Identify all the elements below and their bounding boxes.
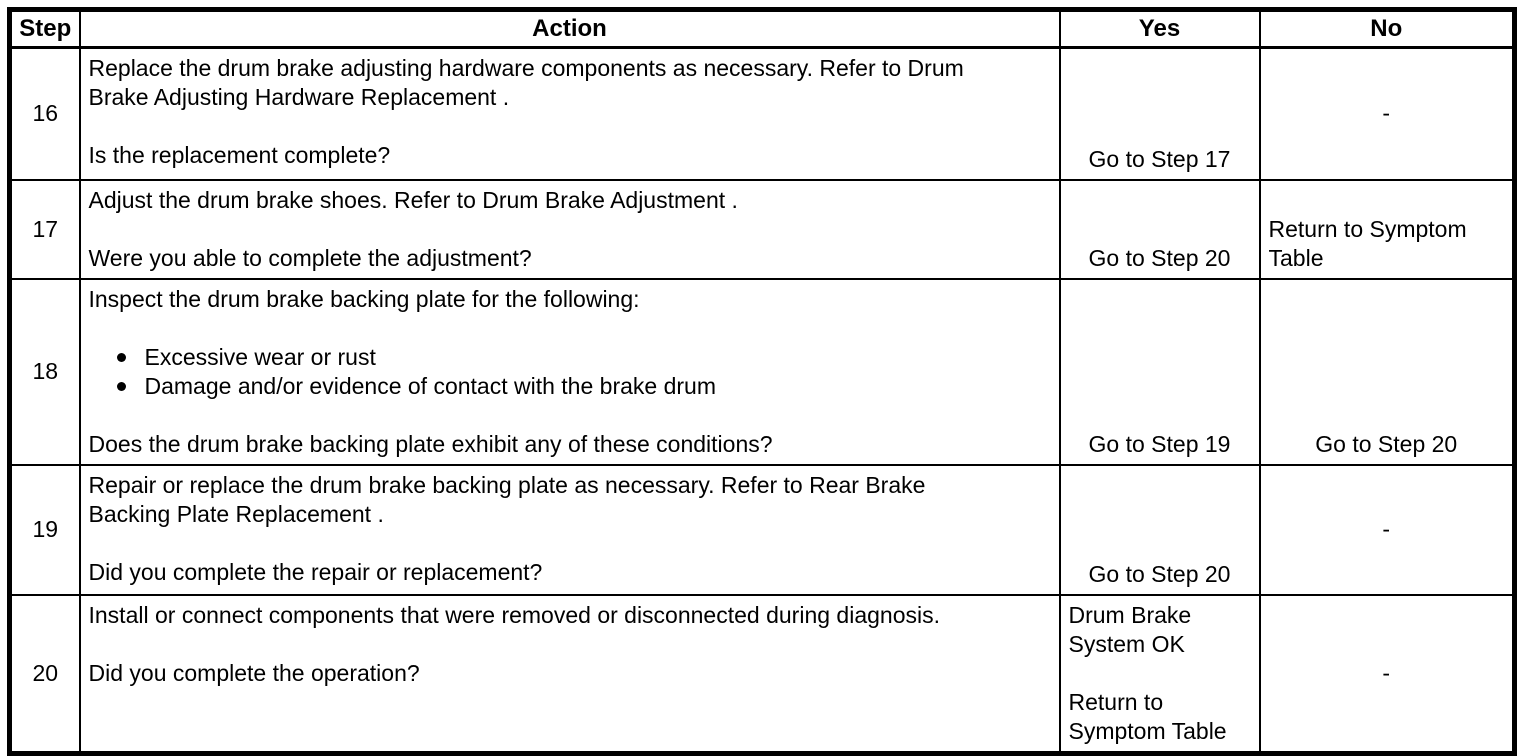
yes-cell: Go to Step 20	[1058, 463, 1261, 596]
action-cell: Replace the drum brake adjusting hardwar…	[78, 46, 1061, 181]
yes-column-header: Yes	[1058, 8, 1261, 49]
no-cell: -	[1258, 463, 1516, 596]
yes-cell: Drum Brake System OK Return to Symptom T…	[1058, 593, 1261, 754]
action-text: Adjust the drum brake shoes. Refer to Dr…	[88, 186, 738, 271]
inspection-list: Excessive wear or rust Damage and/or evi…	[89, 343, 1051, 401]
yes-result: Drum Brake System OK Return to Symptom T…	[1068, 601, 1227, 744]
step-number: 18	[8, 277, 81, 466]
no-cell: Return to Symptom Table	[1258, 178, 1516, 280]
step-number: 20	[8, 593, 81, 754]
step-column-header: Step	[8, 8, 81, 49]
table-row: 20 Install or connect components that we…	[8, 593, 1516, 754]
no-result: -	[1382, 516, 1391, 542]
yes-result: Go to Step 20	[1088, 244, 1231, 271]
table-row: 16 Replace the drum brake adjusting hard…	[8, 46, 1516, 181]
action-text: Install or connect components that were …	[88, 601, 940, 686]
action-intro-text: Inspect the drum brake backing plate for…	[88, 285, 640, 312]
no-result: -	[1382, 659, 1391, 686]
action-question-text: Does the drum brake backing plate exhibi…	[88, 430, 773, 457]
header-row: Step Action Yes No	[8, 8, 1516, 49]
list-item: Damage and/or evidence of contact with t…	[116, 372, 1051, 401]
table-row: 17 Adjust the drum brake shoes. Refer to…	[8, 178, 1516, 280]
step-number: 17	[8, 178, 81, 280]
action-cell: Install or connect components that were …	[78, 593, 1061, 754]
list-item: Excessive wear or rust	[116, 343, 1051, 372]
no-column-header: No	[1258, 8, 1516, 49]
yes-result: Go to Step 20	[1088, 560, 1231, 587]
no-cell: Go to Step 20	[1258, 277, 1516, 466]
action-cell: Repair or replace the drum brake backing…	[78, 463, 1061, 596]
yes-cell: Go to Step 19	[1058, 277, 1261, 466]
action-text: Replace the drum brake adjusting hardwar…	[88, 55, 964, 168]
table-row: 18 Inspect the drum brake backing plate …	[8, 277, 1516, 466]
no-cell: -	[1258, 593, 1516, 754]
yes-result: Go to Step 17	[1088, 145, 1231, 172]
step-number: 19	[8, 463, 81, 596]
yes-result: Go to Step 19	[1088, 430, 1231, 457]
yes-cell: Go to Step 17	[1058, 46, 1261, 181]
step-number: 16	[8, 46, 81, 181]
action-cell: Inspect the drum brake backing plate for…	[78, 277, 1061, 466]
no-result: -	[1382, 100, 1391, 127]
no-cell: -	[1258, 46, 1516, 181]
action-cell: Adjust the drum brake shoes. Refer to Dr…	[78, 178, 1061, 280]
yes-cell: Go to Step 20	[1058, 178, 1261, 280]
diagnostic-table: Step Action Yes No 16 Replace the drum b…	[7, 7, 1517, 756]
no-result: Go to Step 20	[1315, 430, 1458, 457]
no-result: Return to Symptom Table	[1268, 215, 1467, 271]
table-row: 19 Repair or replace the drum brake back…	[8, 463, 1516, 596]
action-column-header: Action	[78, 8, 1061, 49]
action-text: Repair or replace the drum brake backing…	[88, 471, 926, 585]
